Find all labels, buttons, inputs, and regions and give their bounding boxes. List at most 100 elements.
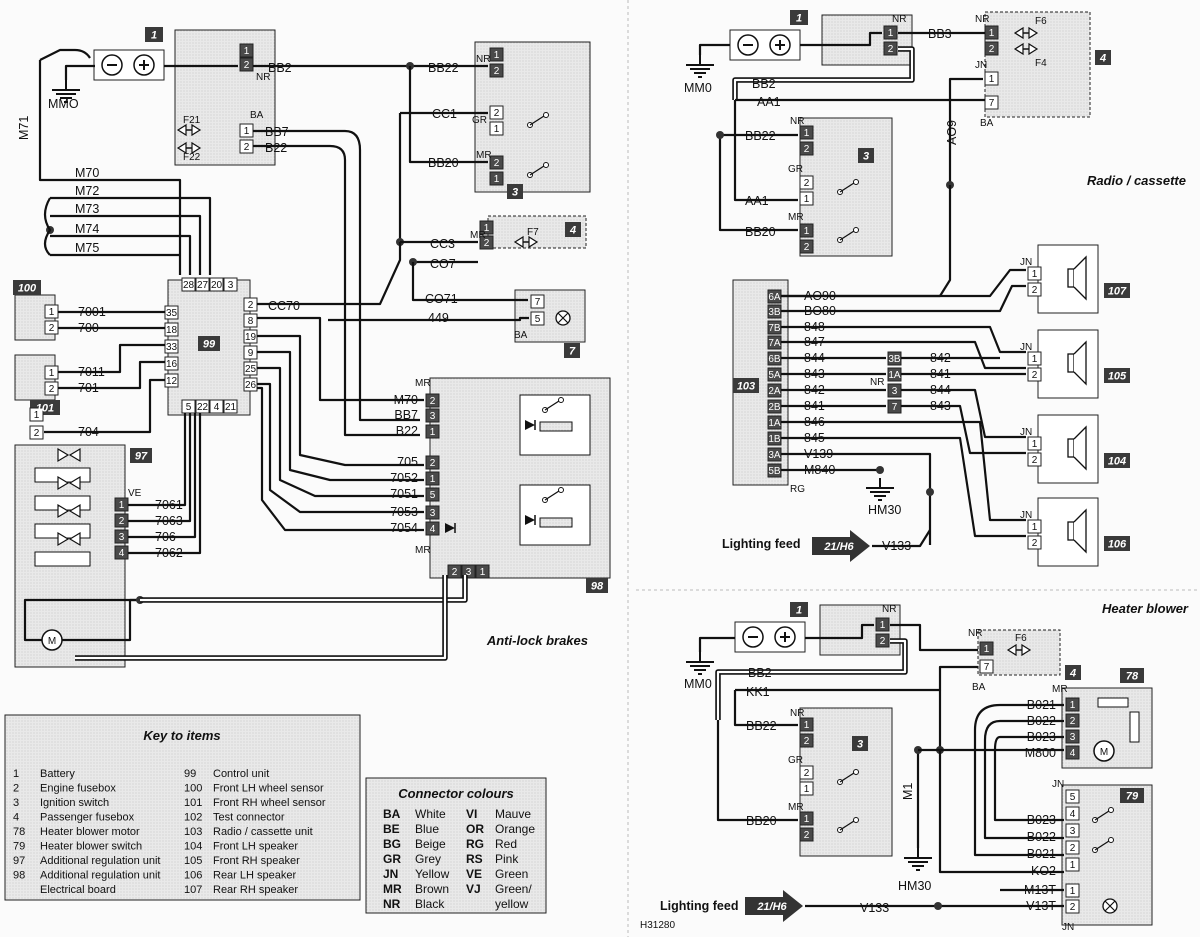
valve-icon (57, 503, 81, 519)
colour-name: Grey (415, 852, 441, 866)
radio-ignition-badge (858, 148, 874, 163)
left-battery-badge-number: 1 (151, 30, 157, 42)
w844b (901, 388, 1026, 439)
wire-cc1: CC1 (432, 107, 457, 121)
key-item-number: 100 (184, 783, 202, 795)
r-ign-pin-number: 2 (804, 144, 810, 155)
fuse-f6-label: F6 (1035, 16, 1047, 27)
h-ign-colour: NR (790, 708, 804, 719)
key-item-text: Front RH wheel sensor (213, 797, 326, 809)
valve-icon (57, 447, 81, 463)
sensor-pin-number: 1 (49, 368, 55, 379)
switch-contact (543, 162, 549, 168)
key-item-text: Control unit (213, 768, 269, 780)
radio-wire-label: 848 (804, 320, 825, 334)
colour-code: RS (466, 852, 483, 866)
heater-fusebox-pin (875, 633, 890, 648)
radio-wire-label: 842 (804, 383, 825, 397)
sp107-minus (781, 284, 1026, 313)
switch-wire-label: B021 (1027, 847, 1056, 861)
board-bottom-pin-number: 3 (466, 567, 472, 578)
electrical-board-badge (586, 578, 608, 593)
wheel-sensor-100-badge (13, 280, 41, 295)
inline-wire-label: 841 (930, 367, 951, 381)
wire-bb7: BB7 (265, 125, 289, 139)
m74-wire (50, 234, 192, 275)
test-connector-badge (564, 343, 580, 358)
switch-contact (1108, 837, 1114, 843)
h-ign-pin (799, 827, 814, 842)
speaker-pin-number: 2 (1032, 285, 1038, 296)
radio-wire-label: BO80 (804, 304, 836, 318)
ecu-bottom-pin (195, 399, 210, 414)
pass-fusebox-colour: MR (470, 230, 486, 241)
fuse-block-colour: BA (250, 110, 264, 121)
radio-pin-number: 6A (768, 292, 781, 303)
fuse-f22-label: F22 (183, 152, 201, 163)
ecu-bottom-pin (181, 399, 196, 414)
r-ign-pin-number: 2 (804, 178, 810, 189)
test-connector (514, 289, 586, 343)
key-item-number: 78 (13, 826, 25, 838)
heater-fusebox-pin-number: 2 (880, 636, 886, 647)
hfb4-pin-number: 1 (984, 644, 990, 655)
board-colour-top: MR (415, 378, 431, 389)
speaker-badge (1104, 536, 1130, 551)
kk1-wire (735, 665, 978, 692)
bb7-wire (253, 129, 420, 422)
test-conn-colour: BA (514, 330, 528, 341)
motor-resistor (1129, 711, 1140, 743)
pass-pin-number: 2 (484, 238, 490, 249)
regulation-pin-number: 3 (119, 532, 125, 543)
regulation-pin-number: 1 (119, 500, 125, 511)
co71-wire (411, 262, 528, 302)
radio-feed-arrow-ref: 21/H6 (823, 541, 854, 553)
lamp-wire-label: V13T (1026, 899, 1056, 913)
radio-unit-colour: RG (790, 484, 805, 495)
diode-icon (525, 515, 535, 525)
radio-pin-number: 2A (768, 386, 781, 397)
key-item-number: 2 (13, 783, 19, 795)
motor-pin (1065, 697, 1080, 712)
board-wire-label: B22 (396, 424, 418, 438)
board-pin (425, 487, 440, 502)
wire-cc3: CC3 (430, 237, 455, 251)
wire-bb20: BB20 (428, 156, 459, 170)
splice-point (716, 131, 724, 139)
key-item-text: Ignition switch (40, 797, 109, 809)
wire-group-label: M75 (75, 241, 99, 255)
ign-pin (489, 171, 504, 186)
ecu-right-pin-number: 2 (248, 300, 254, 311)
switch-contact (853, 179, 859, 185)
wire-bb2-heater: BB2 (748, 666, 772, 680)
heater-motor-badge-number: 78 (1126, 671, 1139, 683)
r-ign-pin (799, 175, 814, 190)
ign-pin (489, 155, 504, 170)
r-ign-pin-number: 1 (804, 128, 810, 139)
key-item-text: Heater blower motor (40, 826, 140, 838)
h-ign-pin-number: 2 (804, 736, 810, 747)
splice-point (934, 902, 942, 910)
r-ign-pin-number: 2 (804, 242, 810, 253)
board-wire-label: 705 (397, 455, 418, 469)
inline-pin-number: 3B (888, 354, 901, 365)
key-item-text: Rear RH speaker (213, 884, 298, 896)
ecu-bottom-pin-number: 21 (225, 402, 237, 413)
reg-wire-label: 7063 (155, 514, 183, 528)
motor-wire-label: M800 (1025, 746, 1056, 760)
ecu-right-pin (243, 313, 258, 328)
radio-unit-badge-number: 103 (737, 381, 755, 393)
board-wire-label: 7053 (390, 505, 418, 519)
fb4-pin-number: 1 (989, 74, 995, 85)
switch-pin (1065, 789, 1080, 804)
ecu-right-pin-number: 19 (245, 332, 257, 343)
lamp-pin-number: 1 (1070, 886, 1076, 897)
switch-contact (853, 769, 859, 775)
connector-colours-box (365, 777, 547, 914)
board-wire-label: 7051 (390, 487, 418, 501)
bb20-radio (718, 135, 798, 232)
ign-pin (489, 105, 504, 120)
diode-icon (525, 420, 535, 430)
colour-name: Yellow (415, 867, 450, 881)
key-title: Key to items (143, 728, 220, 743)
